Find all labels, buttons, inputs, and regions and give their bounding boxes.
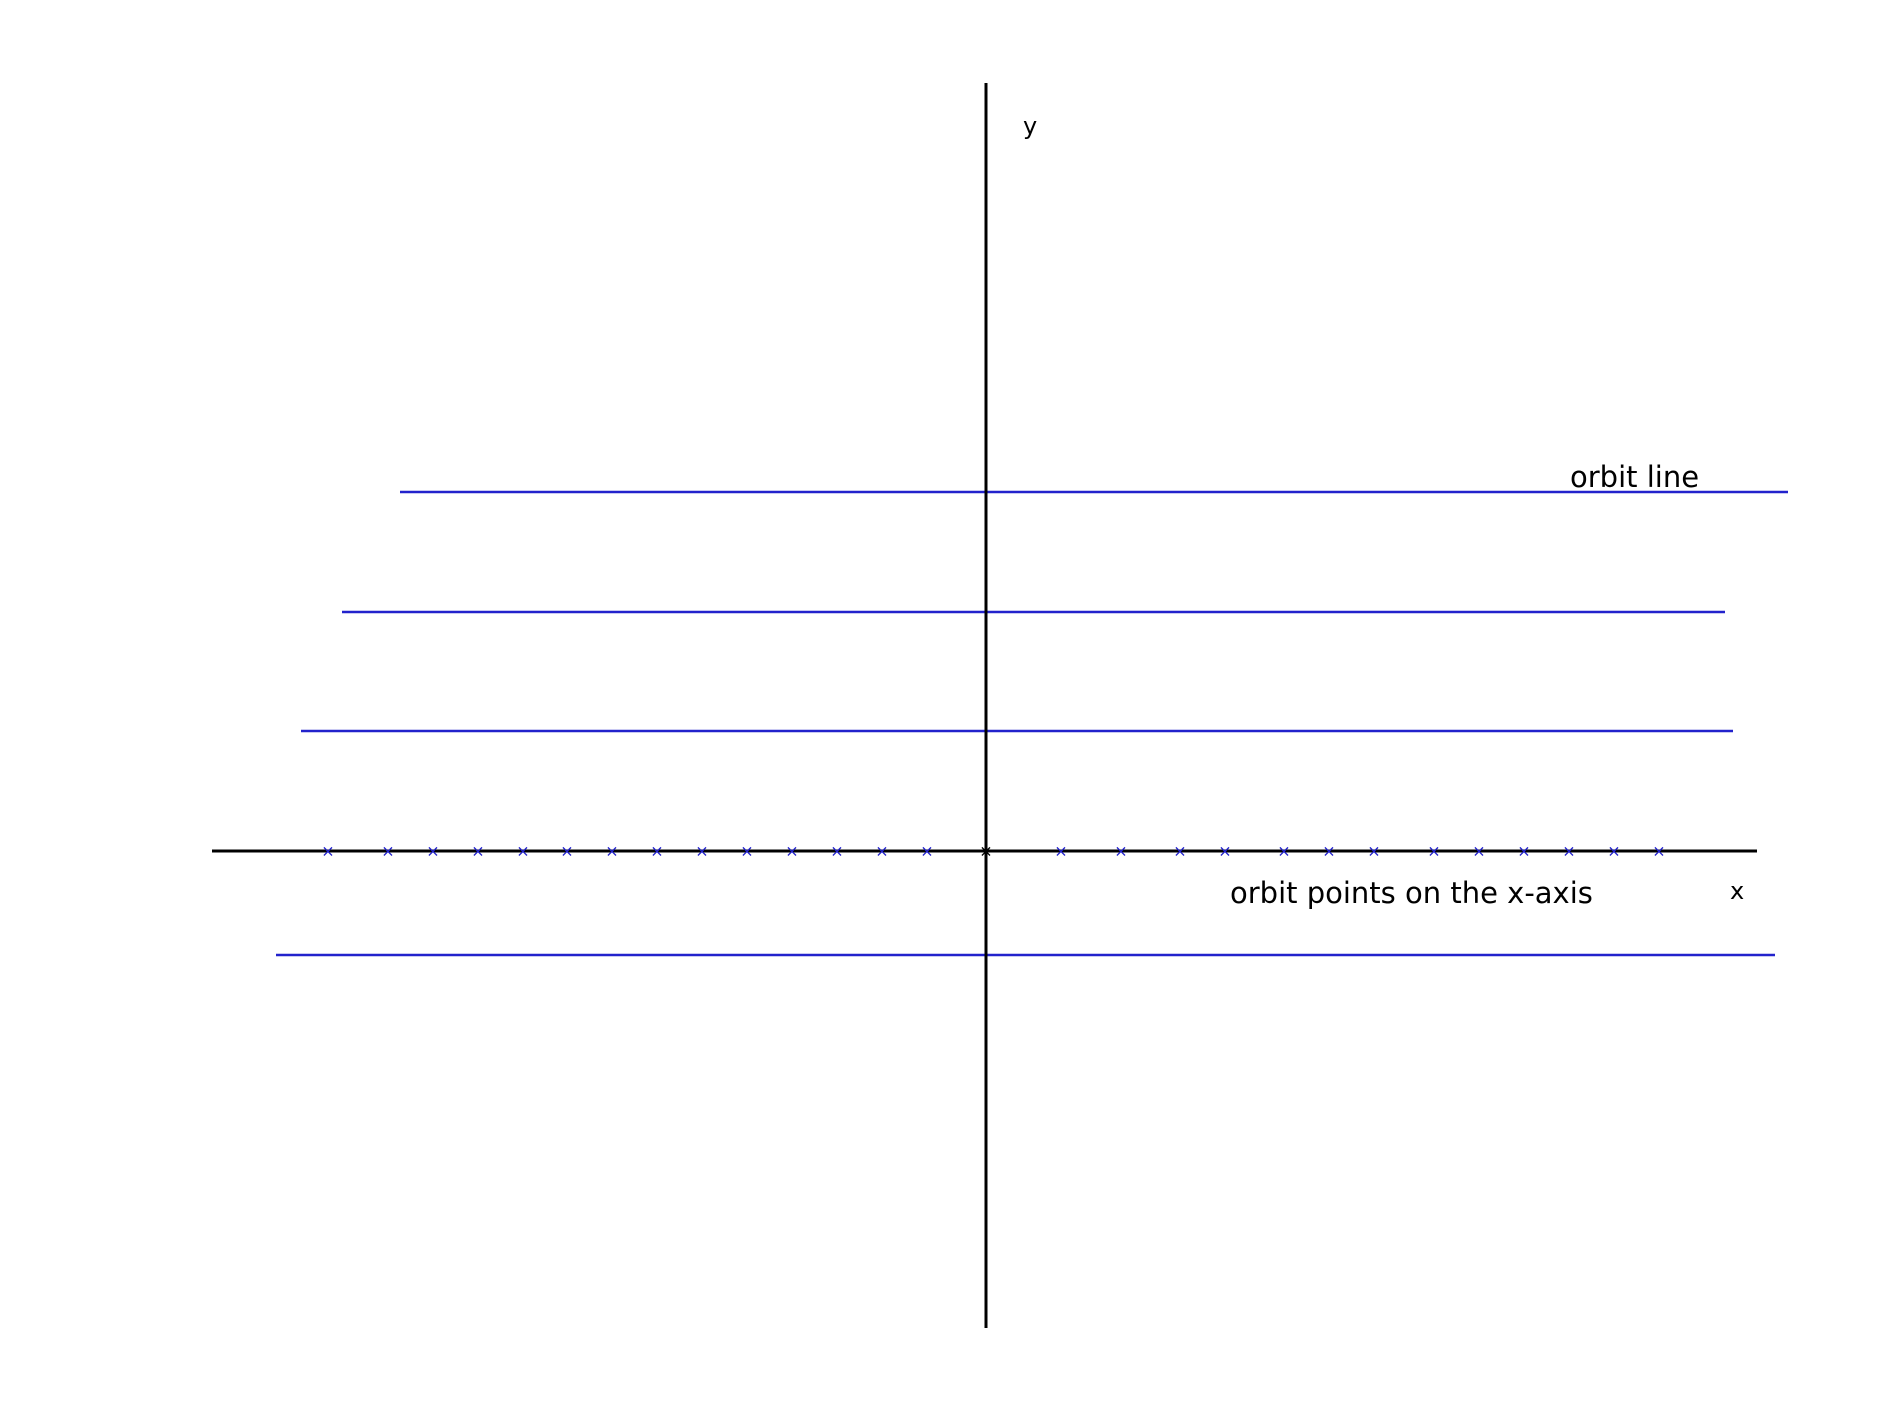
orbit-point: × bbox=[471, 842, 484, 861]
orbit-line-label: orbit line bbox=[1570, 460, 1699, 494]
orbit-point: × bbox=[1472, 842, 1485, 861]
orbit-point: × bbox=[1114, 842, 1127, 861]
orbit-point: × bbox=[1054, 842, 1067, 861]
orbit-point: × bbox=[920, 842, 933, 861]
y-axis-label: y bbox=[1023, 112, 1037, 140]
orbit-points: × × × × × × × × × × × × × × × × × × × × × × × × × × × bbox=[321, 842, 1665, 861]
orbit-point: × bbox=[695, 842, 708, 861]
orbit-point: × bbox=[1517, 842, 1530, 861]
orbit-point: × bbox=[426, 842, 439, 861]
orbit-point: × bbox=[1277, 842, 1290, 861]
x-axis-label: x bbox=[1730, 877, 1744, 905]
orbit-point: × bbox=[321, 842, 334, 861]
orbit-point: × bbox=[875, 842, 888, 861]
orbit-point: × bbox=[1652, 842, 1665, 861]
orbit-point: × bbox=[560, 842, 573, 861]
orbit-point: × bbox=[1607, 842, 1620, 861]
orbit-point: × bbox=[1322, 842, 1335, 861]
origin-point: × bbox=[979, 842, 992, 861]
orbit-point: × bbox=[740, 842, 753, 861]
orbit-point: × bbox=[605, 842, 618, 861]
orbit-point: × bbox=[516, 842, 529, 861]
orbit-point: × bbox=[1367, 842, 1380, 861]
orbit-point: × bbox=[1218, 842, 1231, 861]
orbit-point: × bbox=[1173, 842, 1186, 861]
orbit-point: × bbox=[1562, 842, 1575, 861]
orbit-point: × bbox=[650, 842, 663, 861]
orbit-point: × bbox=[381, 842, 394, 861]
orbit-point: × bbox=[830, 842, 843, 861]
orbit-point: × bbox=[785, 842, 798, 861]
orbit-points-label: orbit points on the x-axis bbox=[1230, 876, 1593, 910]
orbit-point: × bbox=[1427, 842, 1440, 861]
